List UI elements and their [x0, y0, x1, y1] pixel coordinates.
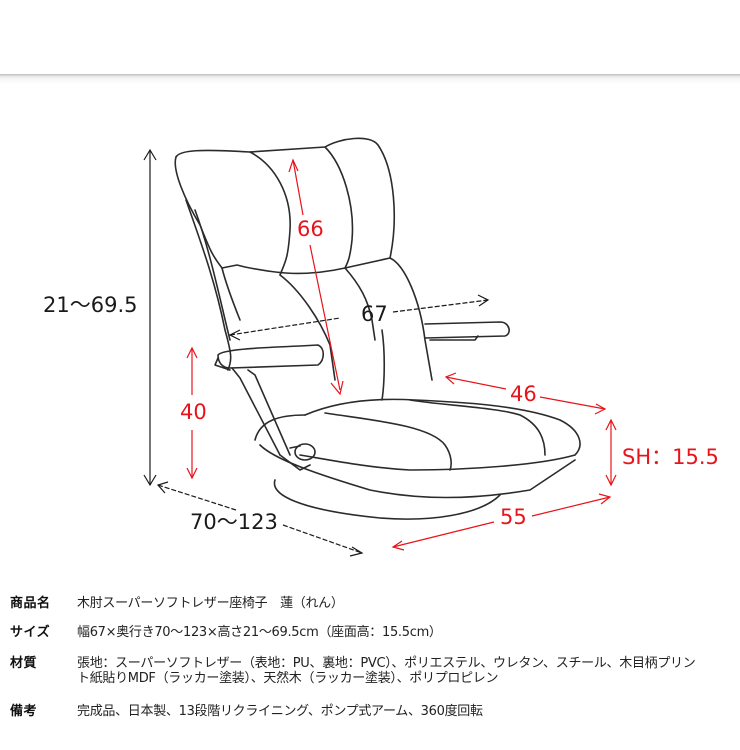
spec-value-line: 張地：スーパーソフトレザー（表地：PU、裏地：PVC）、ポリエステル、ウレタン、…: [77, 656, 696, 671]
spec-value: 幅67×奥行き70〜123×高さ21〜69.5cm（座面高：15.5cm）: [77, 625, 442, 640]
spec-label: サイズ: [10, 625, 51, 640]
chair-illustration: [143, 137, 617, 557]
width-label: 67: [361, 302, 388, 326]
spec-value-line: ト紙貼りMDF（ラッカー塗装）、天然木（ラッカー塗装）、ポリプロピレン: [77, 671, 499, 686]
spec-row-notes: 備考 完成品、日本製、13段階リクライニング、ポンプ式アーム、360度回転: [10, 704, 735, 719]
backrest-height-label: 66: [297, 217, 324, 241]
seat-height-label: SH：15.5: [622, 445, 719, 469]
spec-label: 材質: [10, 656, 38, 671]
spec-row-material: 材質 張地：スーパーソフトレザー（表地：PU、裏地：PVC）、ポリエステル、ウレ…: [10, 656, 735, 686]
spec-row-product-name: 商品名 木肘スーパーソフトレザー座椅子 蓮（れん）: [10, 596, 735, 611]
spec-value: 木肘スーパーソフトレザー座椅子 蓮（れん）: [77, 596, 344, 611]
spec-label: 商品名: [10, 596, 51, 611]
seat-depth-label: 46: [510, 382, 537, 406]
armrest-height-label: 40: [180, 400, 207, 424]
header-divider: [0, 74, 740, 84]
total-height-label: 21〜69.5: [43, 293, 138, 317]
spec-label: 備考: [10, 704, 38, 719]
spec-row-size: サイズ 幅67×奥行き70〜123×高さ21〜69.5cm（座面高：15.5cm…: [10, 625, 735, 640]
base-width-label: 55: [500, 505, 527, 529]
spec-value: 完成品、日本製、13段階リクライニング、ポンプ式アーム、360度回転: [77, 704, 483, 719]
depth-label: 70〜123: [190, 510, 278, 534]
chair-dimension-diagram: 21〜69.5 66 67 40 46 SH：15.5 70〜123 55: [0, 100, 740, 580]
spec-value: 張地：スーパーソフトレザー（表地：PU、裏地：PVC）、ポリエステル、ウレタン、…: [77, 656, 735, 686]
